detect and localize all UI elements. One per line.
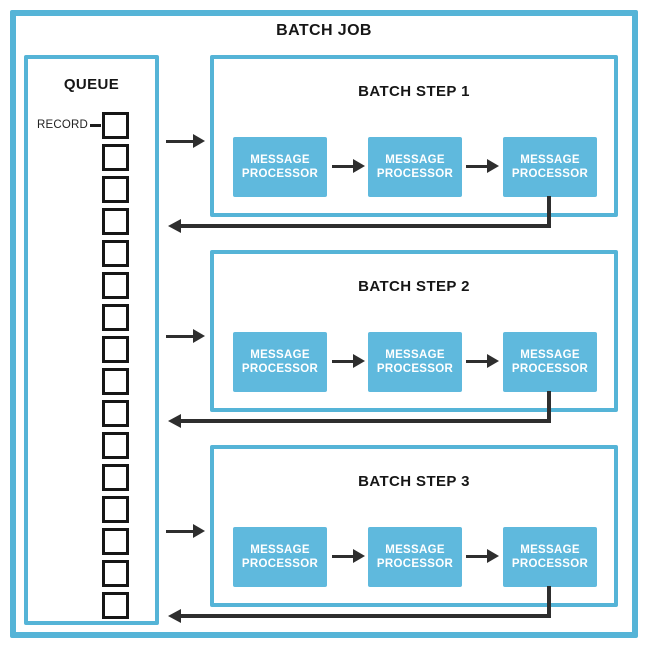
arrow-queue-to-step-1 xyxy=(166,134,205,149)
batch-job-title: BATCH JOB xyxy=(276,22,372,39)
arrow-right-icon xyxy=(487,159,499,173)
arrow-line xyxy=(166,530,195,533)
arrow-line xyxy=(166,140,195,143)
message-processor-label: MESSAGE PROCESSOR xyxy=(241,544,319,570)
batch-step-3-panel: BATCH STEP 3 MESSAGE PROCESSOR MESSAGE P… xyxy=(210,445,618,607)
return-arrow-step-3-line xyxy=(181,614,551,618)
queue-record-box xyxy=(102,528,129,555)
record-label: RECORD xyxy=(36,119,88,131)
queue-record-box xyxy=(102,336,129,363)
arrow-queue-to-step-2 xyxy=(166,329,205,344)
arrow-line xyxy=(166,335,195,338)
batch-step-1-title: BATCH STEP 1 xyxy=(358,83,470,100)
batch-job-container xyxy=(10,10,638,638)
return-arrow-step-2-vertical xyxy=(547,391,551,423)
message-processor-label: MESSAGE PROCESSOR xyxy=(511,349,589,375)
arrow-line xyxy=(466,360,489,363)
message-processor-label: MESSAGE PROCESSOR xyxy=(376,349,454,375)
arrow-line xyxy=(332,555,355,558)
return-arrow-step-1-line xyxy=(181,224,551,228)
message-processor-box: MESSAGE PROCESSOR xyxy=(503,332,597,392)
queue-record-box xyxy=(102,592,129,619)
message-processor-box: MESSAGE PROCESSOR xyxy=(503,527,597,587)
batch-step-2-panel: BATCH STEP 2 MESSAGE PROCESSOR MESSAGE P… xyxy=(210,250,618,412)
arrow-right-icon xyxy=(353,159,365,173)
queue-record-box xyxy=(102,240,129,267)
message-processor-box: MESSAGE PROCESSOR xyxy=(368,527,462,587)
arrow-line xyxy=(332,360,355,363)
arrow-right-icon xyxy=(193,134,205,148)
queue-record-box xyxy=(102,304,129,331)
queue-record-box xyxy=(102,496,129,523)
message-processor-label: MESSAGE PROCESSOR xyxy=(241,154,319,180)
batch-step-2-title: BATCH STEP 2 xyxy=(358,278,470,295)
arrow-right-icon xyxy=(193,524,205,538)
processor-flow-arrow xyxy=(332,159,365,174)
record-pointer-line xyxy=(90,124,101,127)
arrow-right-icon xyxy=(487,549,499,563)
message-processor-label: MESSAGE PROCESSOR xyxy=(511,544,589,570)
message-processor-box: MESSAGE PROCESSOR xyxy=(233,527,327,587)
arrow-right-icon xyxy=(353,354,365,368)
message-processor-label: MESSAGE PROCESSOR xyxy=(376,154,454,180)
queue-record-box xyxy=(102,400,129,427)
processor-flow-arrow xyxy=(466,549,499,564)
queue-record-box xyxy=(102,176,129,203)
arrow-left-icon xyxy=(168,414,181,428)
message-processor-box: MESSAGE PROCESSOR xyxy=(503,137,597,197)
arrow-line xyxy=(332,165,355,168)
arrow-right-icon xyxy=(487,354,499,368)
return-arrow-step-1-vertical xyxy=(547,196,551,228)
message-processor-box: MESSAGE PROCESSOR xyxy=(233,332,327,392)
message-processor-label: MESSAGE PROCESSOR xyxy=(241,349,319,375)
arrow-right-icon xyxy=(353,549,365,563)
message-processor-box: MESSAGE PROCESSOR xyxy=(368,137,462,197)
message-processor-label: MESSAGE PROCESSOR xyxy=(511,154,589,180)
queue-record-box xyxy=(102,432,129,459)
arrow-right-icon xyxy=(193,329,205,343)
arrow-left-icon xyxy=(168,219,181,233)
message-processor-box: MESSAGE PROCESSOR xyxy=(233,137,327,197)
queue-panel: QUEUE xyxy=(24,55,159,625)
processor-flow-arrow xyxy=(332,354,365,369)
return-arrow-step-2-line xyxy=(181,419,551,423)
processor-flow-arrow xyxy=(466,159,499,174)
arrow-left-icon xyxy=(168,609,181,623)
queue-record-box xyxy=(102,368,129,395)
queue-record-box xyxy=(102,560,129,587)
processor-flow-arrow xyxy=(332,549,365,564)
queue-record-box xyxy=(102,144,129,171)
queue-record-box xyxy=(102,272,129,299)
arrow-queue-to-step-3 xyxy=(166,524,205,539)
batch-step-1-panel: BATCH STEP 1 MESSAGE PROCESSOR MESSAGE P… xyxy=(210,55,618,217)
processor-flow-arrow xyxy=(466,354,499,369)
arrow-line xyxy=(466,555,489,558)
arrow-line xyxy=(466,165,489,168)
queue-title: QUEUE xyxy=(63,76,120,93)
batch-step-3-title: BATCH STEP 3 xyxy=(358,473,470,490)
queue-record-box xyxy=(102,112,129,139)
return-arrow-step-3-vertical xyxy=(547,586,551,618)
queue-record-box xyxy=(102,208,129,235)
message-processor-label: MESSAGE PROCESSOR xyxy=(376,544,454,570)
queue-record-list xyxy=(102,112,129,619)
message-processor-box: MESSAGE PROCESSOR xyxy=(368,332,462,392)
queue-record-box xyxy=(102,464,129,491)
